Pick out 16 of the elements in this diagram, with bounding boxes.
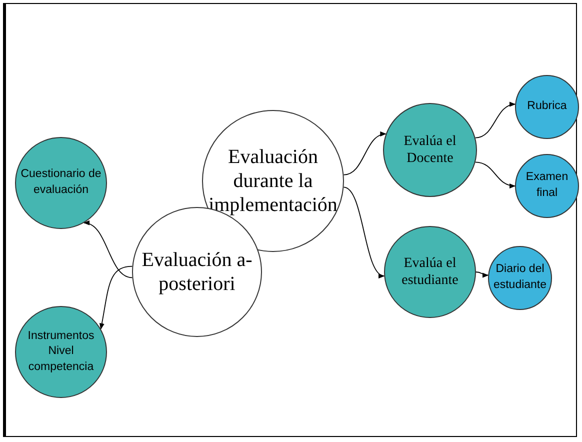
node-label: Instrumentos Nivel competencia — [26, 328, 96, 375]
arrow — [343, 132, 386, 176]
node-label: Evalúa el estudiante — [400, 254, 460, 290]
node-label: Evalúa el Docente — [402, 132, 458, 168]
node-label: Diario del estudiante — [492, 262, 548, 293]
arrow — [474, 162, 516, 188]
arrow — [343, 186, 385, 276]
arrow — [83, 221, 133, 278]
node-label: Evaluación durante la implementación — [208, 145, 338, 217]
arrow — [474, 102, 516, 138]
node-label: Cuestionario de evaluación — [20, 167, 102, 198]
arrow — [476, 272, 489, 278]
node-label: Rubrica — [526, 99, 568, 114]
arrow — [99, 266, 133, 330]
node-label: Examen final — [524, 170, 570, 201]
node-label: Evaluación a-posteriori — [140, 248, 254, 296]
